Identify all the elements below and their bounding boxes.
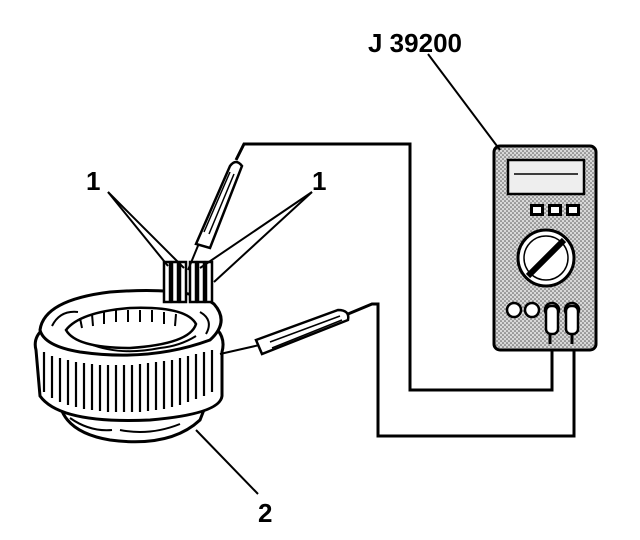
digital-multimeter [492, 144, 598, 352]
upper-lead-wire [234, 142, 554, 392]
lower-lead-wire [347, 302, 576, 438]
inner-bore-teeth [79, 310, 177, 329]
stator-assembly [33, 289, 225, 444]
lower-test-probe [219, 308, 350, 356]
upper-test-probe [187, 160, 244, 271]
test-lead-wires [234, 142, 576, 438]
meter-rotary-dial [516, 228, 576, 288]
callout-1-right: 1 [312, 166, 326, 196]
callout-leaders [107, 53, 501, 495]
tool-label: J 39200 [368, 28, 462, 58]
meter-display [506, 158, 586, 196]
meter-buttons [530, 204, 580, 216]
stator-lamination-slots [42, 350, 214, 412]
callout-2: 2 [258, 498, 272, 528]
callout-1-left: 1 [86, 166, 100, 196]
meter-plugs [544, 304, 580, 344]
